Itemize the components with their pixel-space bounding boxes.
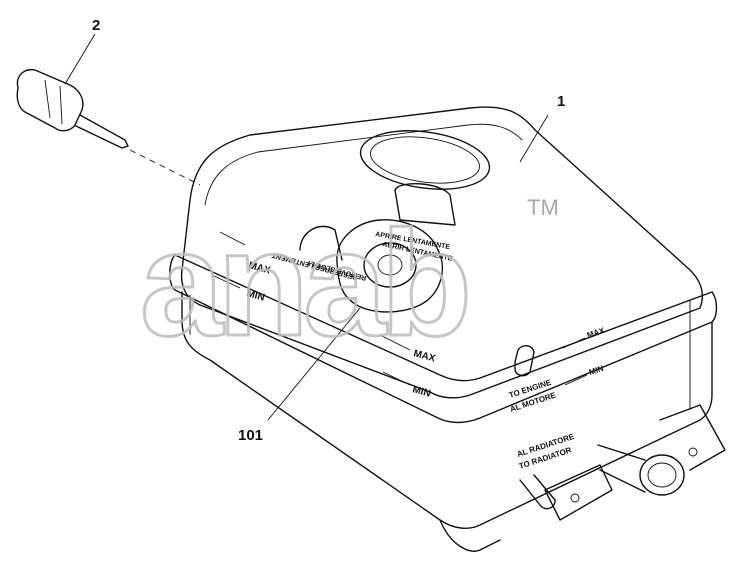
left-max-tick bbox=[219, 231, 246, 246]
watermark: anab TM bbox=[139, 195, 559, 369]
left-min-tick bbox=[211, 274, 241, 289]
engine-hose-stub bbox=[514, 345, 535, 377]
tank-lower-body bbox=[181, 291, 713, 529]
sensor-hex bbox=[44, 79, 63, 125]
outlet-fitting-bore bbox=[647, 462, 677, 488]
top-oval-boss bbox=[359, 130, 491, 190]
watermark-text: anab bbox=[140, 199, 466, 367]
level-markings: MAX MIN MAX MIN MAX MIN TO ENGINE AL MOT… bbox=[211, 231, 606, 471]
bracket-bolt-hole-2 bbox=[688, 447, 698, 457]
front-max-tick bbox=[379, 334, 411, 351]
cap-center-boss bbox=[377, 254, 403, 276]
leader-line-2 bbox=[64, 33, 96, 85]
callout-101: 101 bbox=[238, 427, 263, 444]
front-min-label: MIN bbox=[411, 384, 432, 399]
left-min-label: MIN bbox=[245, 288, 266, 303]
front-min-tick bbox=[382, 371, 411, 386]
mounting-bracket bbox=[544, 404, 726, 521]
level-sensor bbox=[16, 68, 201, 186]
right-max-tick bbox=[562, 337, 586, 349]
expansion-tank bbox=[169, 106, 718, 552]
sensor-body bbox=[16, 68, 84, 132]
hose-fittings bbox=[514, 345, 726, 521]
sensor-probe bbox=[75, 114, 129, 149]
radiator-hose-stub bbox=[519, 474, 556, 510]
right-min-label: MIN bbox=[588, 364, 605, 377]
watermark-tm: TM bbox=[527, 195, 559, 220]
callout-2: 2 bbox=[92, 17, 100, 34]
top-oval-boss-inner bbox=[369, 136, 481, 184]
tank-top-ridge bbox=[204, 123, 523, 206]
outlet-pipe bbox=[597, 444, 646, 493]
cap-center-ring bbox=[363, 242, 417, 288]
tank-top-outline bbox=[180, 106, 703, 399]
callout-1: 1 bbox=[557, 93, 565, 110]
filler-neck bbox=[394, 182, 456, 226]
right-max-label: MAX bbox=[586, 326, 606, 340]
cap-outer bbox=[336, 219, 443, 313]
leader-line-101 bbox=[267, 307, 361, 421]
sensor-insertion-path bbox=[129, 149, 201, 186]
right-min-tick bbox=[564, 374, 588, 386]
cap-side-lug bbox=[299, 225, 343, 261]
outlet-fitting bbox=[639, 454, 685, 496]
leader-line-1 bbox=[519, 114, 549, 163]
bracket-bolt-hole-1 bbox=[570, 493, 580, 503]
tank-bottom-curve bbox=[439, 519, 501, 552]
